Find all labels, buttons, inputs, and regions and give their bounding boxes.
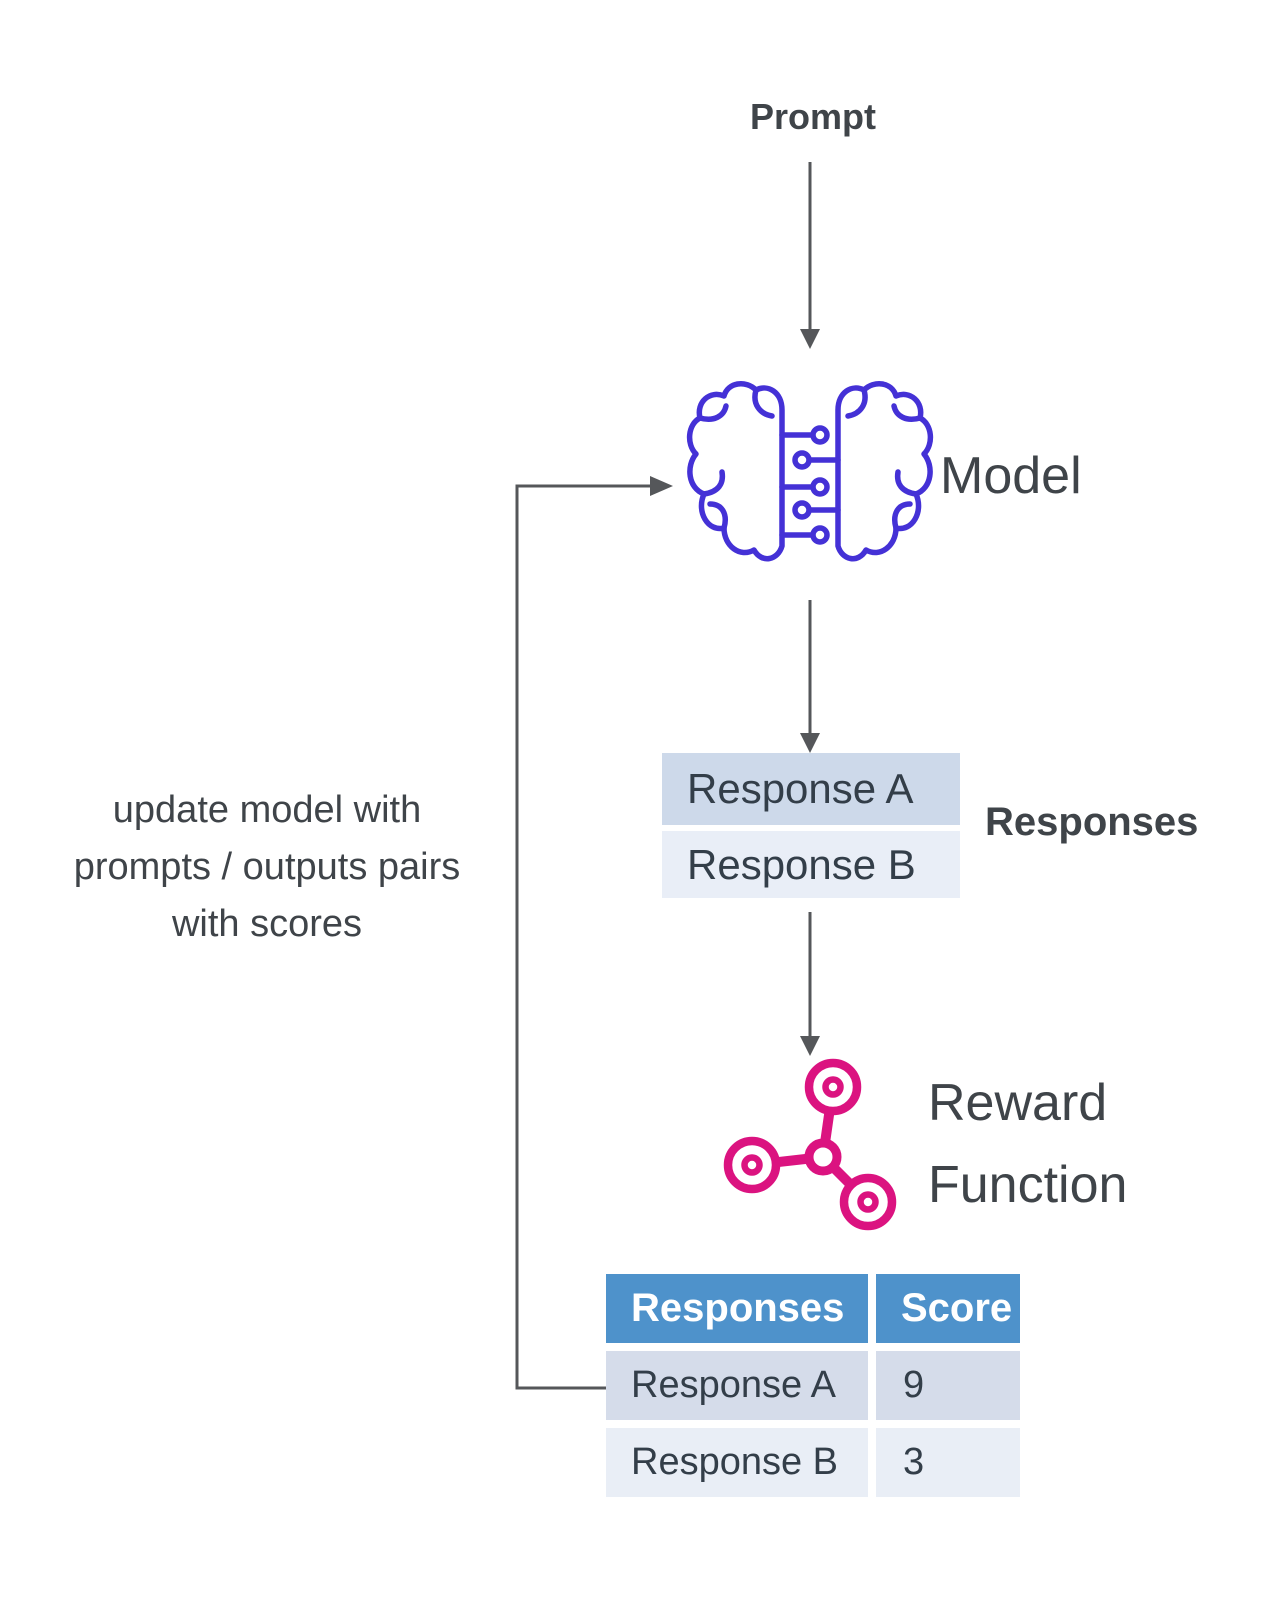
reward-function-label: Reward Function bbox=[928, 1062, 1127, 1226]
brain-circuit-icon bbox=[686, 380, 934, 576]
loop-note: update model with prompts / outputs pair… bbox=[17, 782, 517, 953]
model-label: Model bbox=[940, 447, 1082, 505]
score-table: Responses Score Response A 9 Response B … bbox=[606, 1274, 1020, 1497]
arrowhead-down-3 bbox=[800, 1036, 820, 1056]
prompt-label: Prompt bbox=[750, 96, 876, 137]
score-table-cell-score-b: 3 bbox=[876, 1428, 1020, 1497]
responses-box: Response A Response B bbox=[662, 753, 960, 898]
arrowhead-down-2 bbox=[800, 733, 820, 753]
feedback-loop-line bbox=[515, 484, 652, 1390]
responses-label: Responses bbox=[985, 800, 1199, 844]
score-table-header-score: Score bbox=[876, 1274, 1020, 1343]
loop-note-line1: update model with bbox=[112, 789, 422, 831]
response-b-item: Response B bbox=[662, 831, 960, 898]
reward-label-line1: Reward bbox=[928, 1074, 1108, 1132]
score-table-cell-score-a: 9 bbox=[876, 1351, 1020, 1420]
loop-note-line3: with scores bbox=[171, 903, 363, 945]
score-table-header-responses: Responses bbox=[606, 1274, 868, 1343]
arrowhead-down-1 bbox=[800, 329, 820, 349]
score-table-cell-response-b: Response B bbox=[606, 1428, 868, 1497]
loop-note-line2: prompts / outputs pairs bbox=[73, 846, 461, 888]
reward-label-line2: Function bbox=[928, 1156, 1128, 1214]
score-table-cell-response-a: Response A bbox=[606, 1351, 868, 1420]
molecule-icon bbox=[712, 1057, 920, 1243]
arrowhead-loop-to-model bbox=[650, 476, 673, 496]
response-a-item: Response A bbox=[662, 753, 960, 825]
